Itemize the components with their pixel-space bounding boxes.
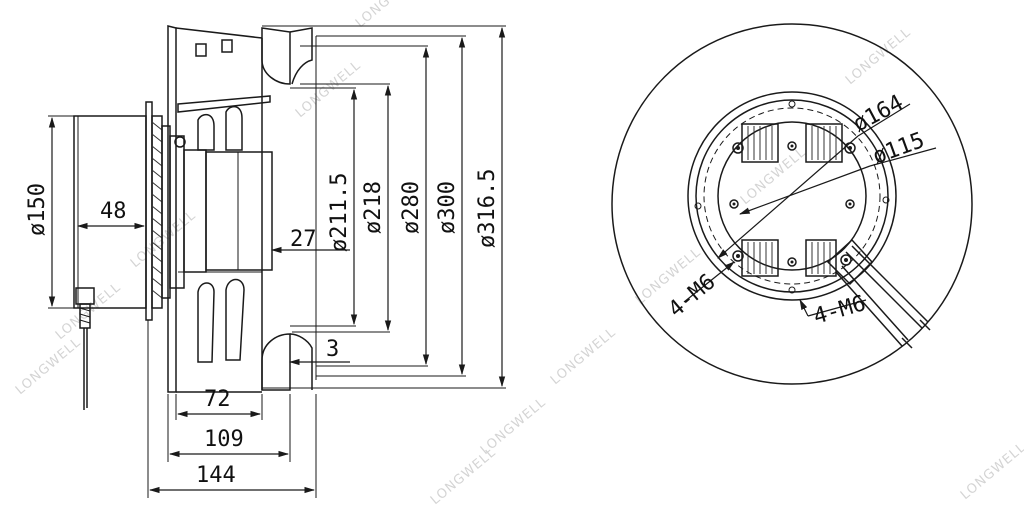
- dim-motor-diameter: ø150: [25, 183, 50, 236]
- motor-fins: [151, 121, 163, 299]
- front-fins-top: [741, 123, 843, 163]
- front-view: ø164 ø115 4-M6 4-M6: [611, 23, 973, 385]
- dim-lip-offset: 3: [326, 337, 339, 362]
- watermark-text: LONGWELL: [958, 440, 1024, 503]
- dim-impeller-width: 72: [204, 387, 231, 412]
- dim-bolt-circle-164: ø164: [849, 90, 908, 137]
- dim-overall-diameter: ø316.5: [475, 169, 500, 248]
- impeller-hub: [183, 149, 273, 273]
- cable-gland: [75, 287, 95, 410]
- impeller-backplate: [167, 25, 263, 393]
- impeller-blades: [177, 39, 271, 363]
- motor-face-circle: [717, 121, 867, 271]
- dim-motor-depth: 48: [100, 199, 127, 224]
- dim-ring-diameter: ø300: [435, 181, 460, 234]
- dim-wheel-width: 109: [204, 427, 244, 452]
- dim-overall-width: 144: [196, 463, 236, 488]
- side-view: ø150 48 27 3 ø211.5 ø218 ø280 ø300 ø316.…: [25, 25, 506, 498]
- dim-inlet-diameter: ø211.5: [327, 173, 352, 252]
- flange-outer-circle: [687, 91, 897, 301]
- front-leaders: [683, 103, 937, 317]
- watermark-text: LONGWELL: [738, 145, 809, 208]
- front-fins-bottom: [741, 239, 837, 277]
- extension-lines: [48, 25, 506, 498]
- watermark-text: LONGWELL: [53, 280, 124, 343]
- dim-bolt-circle-115: ø115: [870, 128, 928, 170]
- side-view-dimension-labels: ø150 48 27 3 ø211.5 ø218 ø280 ø300 ø316.…: [25, 169, 500, 488]
- impeller-shroud: [261, 27, 313, 391]
- dim-shroud-diameter: ø218: [361, 181, 386, 234]
- watermark-group: LONGWELL LONGWELL LONGWELL LONGWELL LONG…: [13, 0, 1024, 508]
- cable-exit: [826, 238, 931, 349]
- watermark-text: LONGWELL: [548, 325, 619, 388]
- dim-inlet-gap: 27: [290, 227, 317, 252]
- flange-inner-circle: [695, 99, 889, 293]
- dim-wheel-diameter: ø280: [399, 181, 424, 234]
- watermark-text: LONGWELL: [13, 335, 84, 398]
- watermark-text: LONGWELL: [128, 208, 199, 271]
- mounting-holes: [694, 100, 890, 294]
- dimension-lines: [48, 26, 506, 494]
- outer-housing-circle: [611, 23, 973, 385]
- watermark-text: LONGWELL: [478, 395, 549, 458]
- motor-body: [73, 101, 186, 321]
